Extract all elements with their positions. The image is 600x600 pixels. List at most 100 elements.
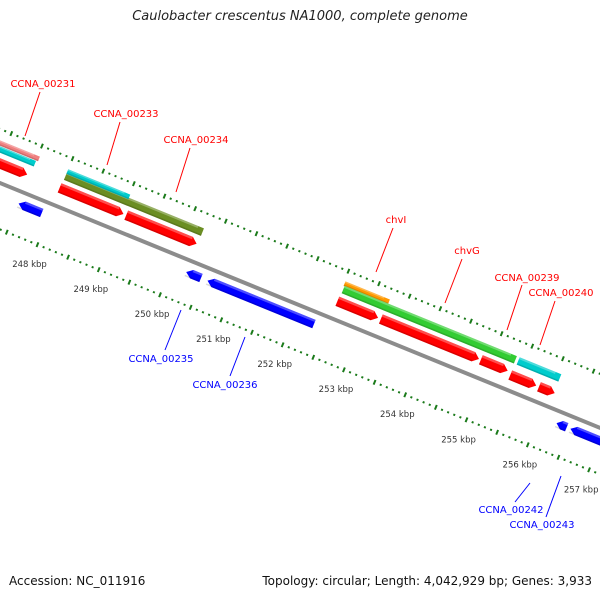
cds-feature[interactable] (124, 210, 198, 248)
gene-label-ccna-00234[interactable]: CCNA_00234 (163, 135, 228, 146)
tick-mark (304, 252, 307, 255)
tick-mark (140, 285, 143, 289)
cds-feature[interactable] (378, 314, 481, 363)
tick-mark (525, 442, 530, 448)
gene-label-ccna-00231[interactable]: CCNA_00231 (10, 79, 75, 90)
cds-feature[interactable] (184, 268, 203, 283)
tick-mark (581, 466, 585, 469)
cds-feature[interactable] (568, 425, 600, 447)
cds-feature[interactable] (0, 154, 29, 179)
tick-mark (223, 218, 228, 224)
cds-feature[interactable] (478, 355, 510, 375)
gene-label-ccna-00239[interactable]: CCNA_00239 (494, 273, 559, 284)
tick-mark (126, 179, 130, 183)
tick-mark (324, 360, 327, 364)
gene-label-ccna-00236[interactable]: CCNA_00236 (192, 380, 257, 391)
tick-mark (438, 306, 443, 312)
tick-mark (85, 263, 88, 267)
cds-feature-ccna-00236[interactable] (205, 276, 316, 329)
cds-feature[interactable] (16, 199, 44, 218)
tick-mark (242, 227, 246, 230)
tick-mark (158, 292, 162, 298)
gene-label-chvg[interactable]: chvG (454, 246, 480, 257)
cds-feature[interactable] (508, 370, 538, 390)
tick-mark (183, 303, 186, 307)
tick-mark (551, 453, 554, 457)
tick-mark (459, 416, 462, 419)
tick-mark (11, 233, 15, 237)
tick-mark (575, 463, 579, 467)
misc-feature[interactable] (0, 138, 40, 162)
tick-mark (433, 404, 438, 411)
gene-label-ccna-00233[interactable]: CCNA_00233 (93, 109, 158, 120)
tick-mark (463, 317, 467, 321)
tick-mark (114, 174, 117, 178)
cds-feature[interactable] (57, 183, 126, 218)
gene-feature-chvg[interactable] (341, 285, 517, 364)
tick-mark (188, 304, 193, 310)
tick-mark (371, 279, 375, 283)
tick-mark (305, 353, 309, 357)
tick-mark (555, 354, 559, 358)
gene-feature-ccna-00240[interactable] (516, 357, 562, 382)
tick-mark (403, 392, 408, 398)
tick-mark (311, 354, 316, 360)
tick-mark (65, 154, 68, 158)
tick-mark (291, 247, 295, 250)
tick-mark (342, 367, 346, 373)
tick-mark (59, 152, 62, 155)
tick-mark (334, 264, 338, 268)
tick-mark (279, 242, 283, 245)
tick-mark (501, 433, 505, 437)
tick-mark (48, 248, 52, 252)
misc-feature[interactable] (0, 143, 36, 167)
tick-mark (101, 168, 106, 174)
tick-mark (157, 192, 160, 195)
label-leader-line (106, 121, 121, 166)
ruler-label: 249 kbp (73, 285, 108, 295)
label-leader-line (545, 475, 562, 518)
tick-mark (244, 328, 248, 332)
tick-mark (275, 340, 278, 344)
tick-mark (299, 350, 303, 354)
label-leader-line (444, 258, 463, 304)
tick-mark (499, 331, 504, 337)
tick-mark (457, 314, 461, 318)
tick-mark (543, 349, 546, 353)
gene-label-ccna-00240[interactable]: CCNA_00240 (528, 288, 593, 299)
gene-feature-ccna-00233[interactable] (66, 169, 131, 200)
tick-mark (238, 325, 242, 329)
gene-label-chvi[interactable]: chvI (386, 215, 407, 226)
tick-mark (103, 270, 107, 274)
tick-mark (544, 451, 548, 454)
tick-mark (9, 130, 14, 137)
tick-mark (514, 438, 517, 442)
tick-mark (518, 339, 522, 343)
tick-mark (587, 467, 591, 473)
cds-feature[interactable] (554, 419, 569, 432)
tick-mark (489, 428, 493, 432)
tick-mark (261, 234, 264, 238)
tick-mark (273, 239, 277, 243)
gene-label-ccna-00235[interactable]: CCNA_00235 (128, 354, 193, 365)
tick-mark (445, 309, 448, 313)
cds-feature[interactable] (335, 296, 380, 323)
gene-label-ccna-00243[interactable]: CCNA_00243 (509, 520, 574, 531)
tick-mark (414, 297, 418, 300)
tick-mark (426, 302, 430, 306)
tick-mark (66, 254, 70, 260)
tick-mark (115, 275, 119, 279)
tick-mark (416, 398, 419, 402)
label-leader-line (375, 227, 394, 273)
tick-mark (495, 429, 500, 436)
tick-mark (469, 318, 473, 324)
tick-mark (213, 315, 217, 319)
cds-feature[interactable] (537, 382, 557, 398)
tick-mark (396, 289, 399, 293)
ruler-label: 252 kbp (257, 360, 292, 370)
tick-mark (336, 365, 340, 369)
tick-mark (407, 293, 412, 299)
gene-label-ccna-00242[interactable]: CCNA_00242 (478, 505, 543, 516)
tick-mark (262, 335, 266, 339)
